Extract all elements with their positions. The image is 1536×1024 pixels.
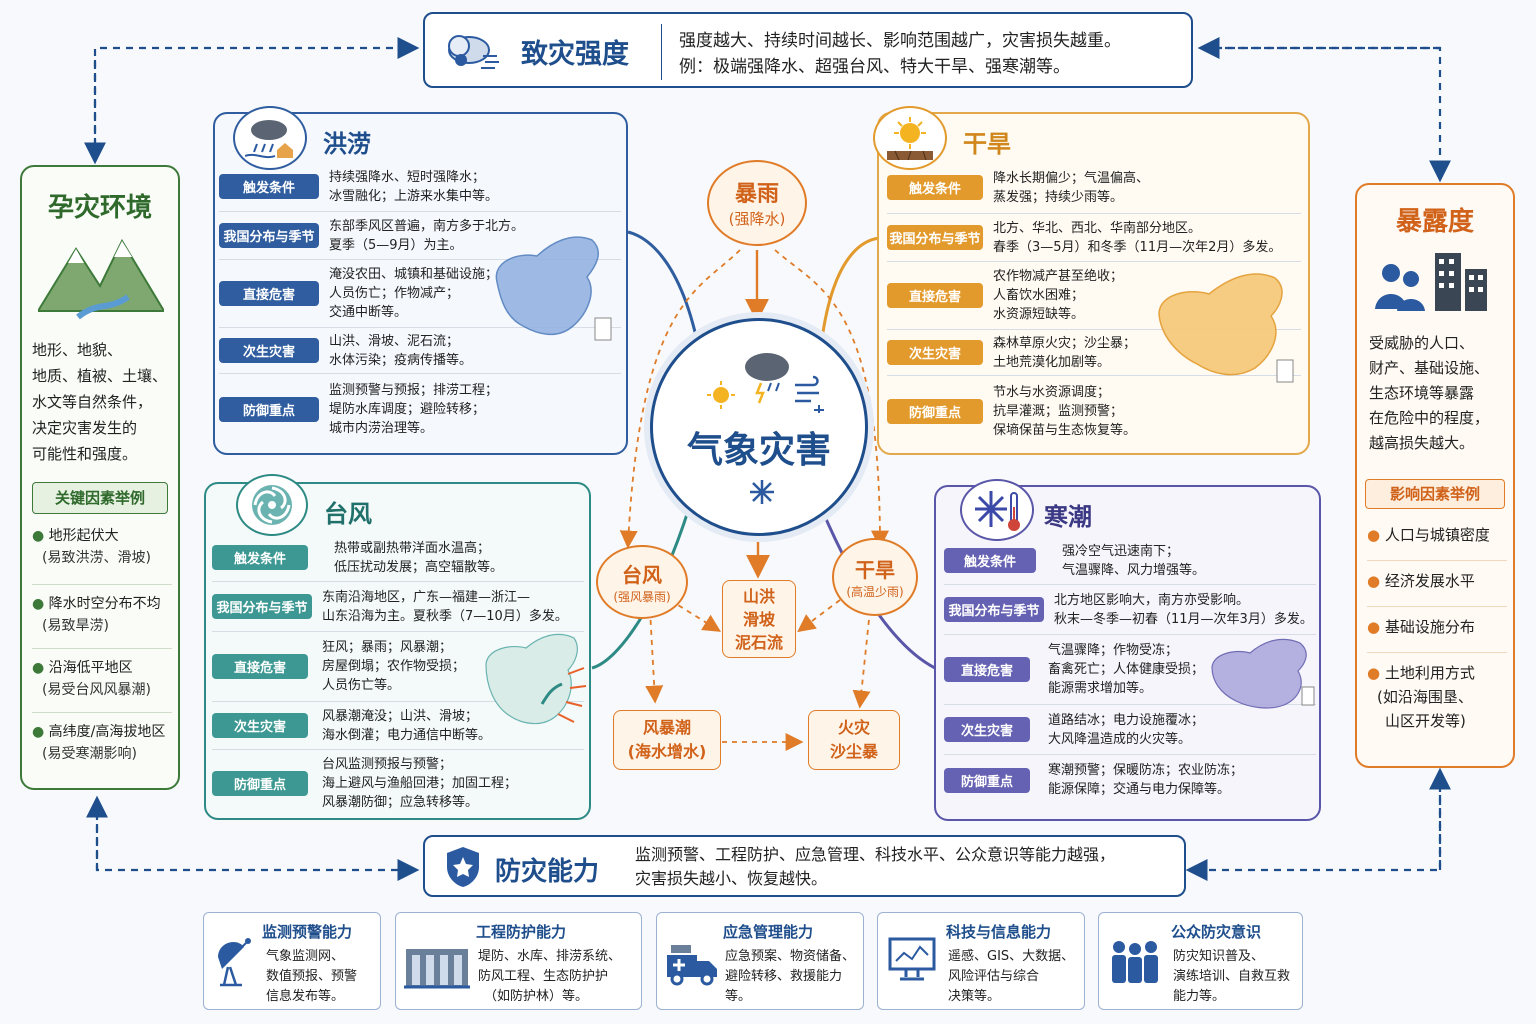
flood-rows: 触发条件持续强降水、短时强降水；冰雪融化；上游来水集中等。 我国分布与季节东部季… <box>219 162 621 444</box>
ability-card-emergency: 应急管理能力 应急预案、物资储备、避险转移、救援能力等。 <box>656 912 864 1010</box>
list-item: ● 沿海低平地区 (易受台风风暴潮) <box>32 649 172 713</box>
list-item: ● 高纬度/高海拔地区 (易受寒潮影响) <box>32 724 166 762</box>
flood-card: 洪涝 触发条件持续强降水、短时强降水；冰雪融化；上游来水集中等。 我国分布与季节… <box>213 106 628 455</box>
prevention-capacity-title: 防灾能力 <box>495 857 600 887</box>
prevention-capacity-line2: 灾害损失越小、恢复越快。 <box>635 869 828 888</box>
hazard-intensity-line2: 例：极端强降水、超强台风、特大干旱、强寒潮等。 <box>679 57 1070 77</box>
weather-icons <box>707 343 827 417</box>
exposure-subtitle: 影响因素举例 <box>1365 479 1505 509</box>
environment-panel: 孕灾环境 地形、地貌、 地质、植被、土壤、 水文等自然条件， 决定灾害发生的 可… <box>20 165 180 790</box>
rain-house-icon <box>233 106 307 170</box>
ability-card-public-awareness: 公众防灾意识 防灾知识普及、演练培训、自救互救能力等。 <box>1098 912 1303 1010</box>
node-flash-flood: 山洪 滑坡 泥石流 <box>722 580 796 658</box>
china-map-typhoon <box>482 624 588 748</box>
center-title: 气象灾害 <box>686 430 831 471</box>
ability-card-technology: 科技与信息能力 遥感、GIS、大数据、风险评估与综合决策等。 <box>877 912 1085 1010</box>
exposure-panel: 暴露度 受威胁的人口、 财产、基础设施、 生态环境等暴露 在危险中的程度， 越高… <box>1355 183 1515 768</box>
prevention-capacity-line1: 监测预警、工程防护、应急管理、科技水平、公众意识等能力越强， <box>635 845 1116 864</box>
node-storm-surge: 风暴潮 (海水增水) <box>613 710 721 770</box>
node-typhoon: 台风 (强风暴雨) <box>596 545 688 619</box>
environment-subtitle: 关键因素举例 <box>32 482 168 514</box>
hazard-intensity-title: 致灾强度 <box>521 39 629 70</box>
cold-wave-rows: 触发条件强冷空气迅速南下；气温骤降、风力增强等。 我国分布与季节北方地区影响大，… <box>944 537 1316 805</box>
drought-title: 干旱 <box>963 130 1011 158</box>
typhoon-title: 台风 <box>324 500 372 528</box>
exposure-title: 暴露度 <box>1395 207 1474 237</box>
list-item: ● 基础设施分布 <box>1367 607 1507 653</box>
list-item: ● 经济发展水平 <box>1367 561 1507 607</box>
snowflake-icon <box>749 479 775 509</box>
list-item: ● 土地利用方式 (如沿海围垦、 山区开发等) <box>1367 664 1475 730</box>
drought-card: 干旱 触发条件降水长期偏少；气温偏高、蒸发强；持续少雨等。 我国分布与季节北方、… <box>873 106 1310 455</box>
china-map-flood <box>477 222 617 356</box>
center-hub: 气象灾害 <box>650 318 868 536</box>
population-buildings-icon <box>1373 249 1503 317</box>
ability-card-engineering: 工程防护能力 堤防、水库、排涝系统、防风工程、生态防护护（如防护林）等。 <box>395 912 642 1010</box>
list-item: ● 人口与城镇密度 <box>1367 515 1507 561</box>
environment-factor-list: ● 地形起伏大 (易致洪涝、滑坡) ● 降水时空分布不均 (易致旱涝) ● 沿海… <box>32 521 172 777</box>
typhoon-swirl-icon <box>236 474 308 536</box>
exposure-desc: 受威胁的人口、 财产、基础设施、 生态环境等暴露 在危险中的程度， 越高损失越大… <box>1369 334 1490 452</box>
node-rainstorm: 暴雨 (强降水) <box>707 160 807 246</box>
hazard-intensity-line1: 强度越大、持续时间越长、影响范围越广，灾害损失越重。 <box>679 31 1121 51</box>
storm-cloud-icon <box>439 26 503 76</box>
list-item: ● 降水时空分布不均 (易致旱涝) <box>32 585 172 649</box>
cold-wave-title: 寒潮 <box>1044 503 1092 531</box>
flood-title: 洪涝 <box>323 130 371 158</box>
environment-title: 孕灾环境 <box>47 193 152 223</box>
node-drought: 干旱 (高温少雨) <box>832 538 918 616</box>
exposure-factor-list: ● 人口与城镇密度 ● 经济发展水平 ● 基础设施分布 ● 土地利用方式 (如沿… <box>1367 515 1507 733</box>
sun-cracked-earth-icon <box>873 106 947 170</box>
cold-wave-card: 寒潮 触发条件强冷空气迅速南下；气温骤降、风力增强等。 我国分布与季节北方地区影… <box>934 479 1321 821</box>
china-map-drought <box>1149 264 1299 398</box>
china-map-cold <box>1208 633 1318 717</box>
snowflake-thermometer-icon <box>960 479 1034 541</box>
typhoon-card: 台风 触发条件热带或副热带洋面水温高；低压扰动发展；高空辐散等。 我国分布与季节… <box>204 474 591 820</box>
dam-icon <box>404 945 470 993</box>
radar-icon <box>212 933 258 993</box>
environment-desc: 地形、地貌、 地质、植被、土壤、 水文等自然条件， 决定灾害发生的 可能性和强度… <box>32 341 168 463</box>
node-fire-sandstorm: 火灾 沙尘暴 <box>808 710 900 770</box>
truck-icon <box>665 939 719 993</box>
monitor-icon <box>888 935 938 989</box>
drought-rows: 触发条件降水长期偏少；气温偏高、蒸发强；持续少雨等。 我国分布与季节北方、华北、… <box>887 162 1301 446</box>
list-item: ● 地形起伏大 (易致洪涝、滑坡) <box>32 521 172 585</box>
outer-loop-lines <box>84 37 1451 881</box>
shield-icon <box>443 845 483 893</box>
hazard-intensity-box: 致灾强度 强度越大、持续时间越长、影响范围越广，灾害损失越重。 例：极端强降水、… <box>423 12 1193 88</box>
typhoon-rows: 触发条件热带或副热带洋面水温高；低压扰动发展；高空辐散等。 我国分布与季节东南沿… <box>212 534 584 816</box>
prevention-capacity-box: 防灾能力 监测预警、工程防护、应急管理、科技水平、公众意识等能力越强， 灾害损失… <box>423 835 1186 897</box>
mountain-icon <box>36 231 166 325</box>
ability-card-monitoring: 监测预警能力 气象监测网、数值预报、预警信息发布等。 <box>203 912 381 1010</box>
people-icon <box>1107 937 1163 989</box>
